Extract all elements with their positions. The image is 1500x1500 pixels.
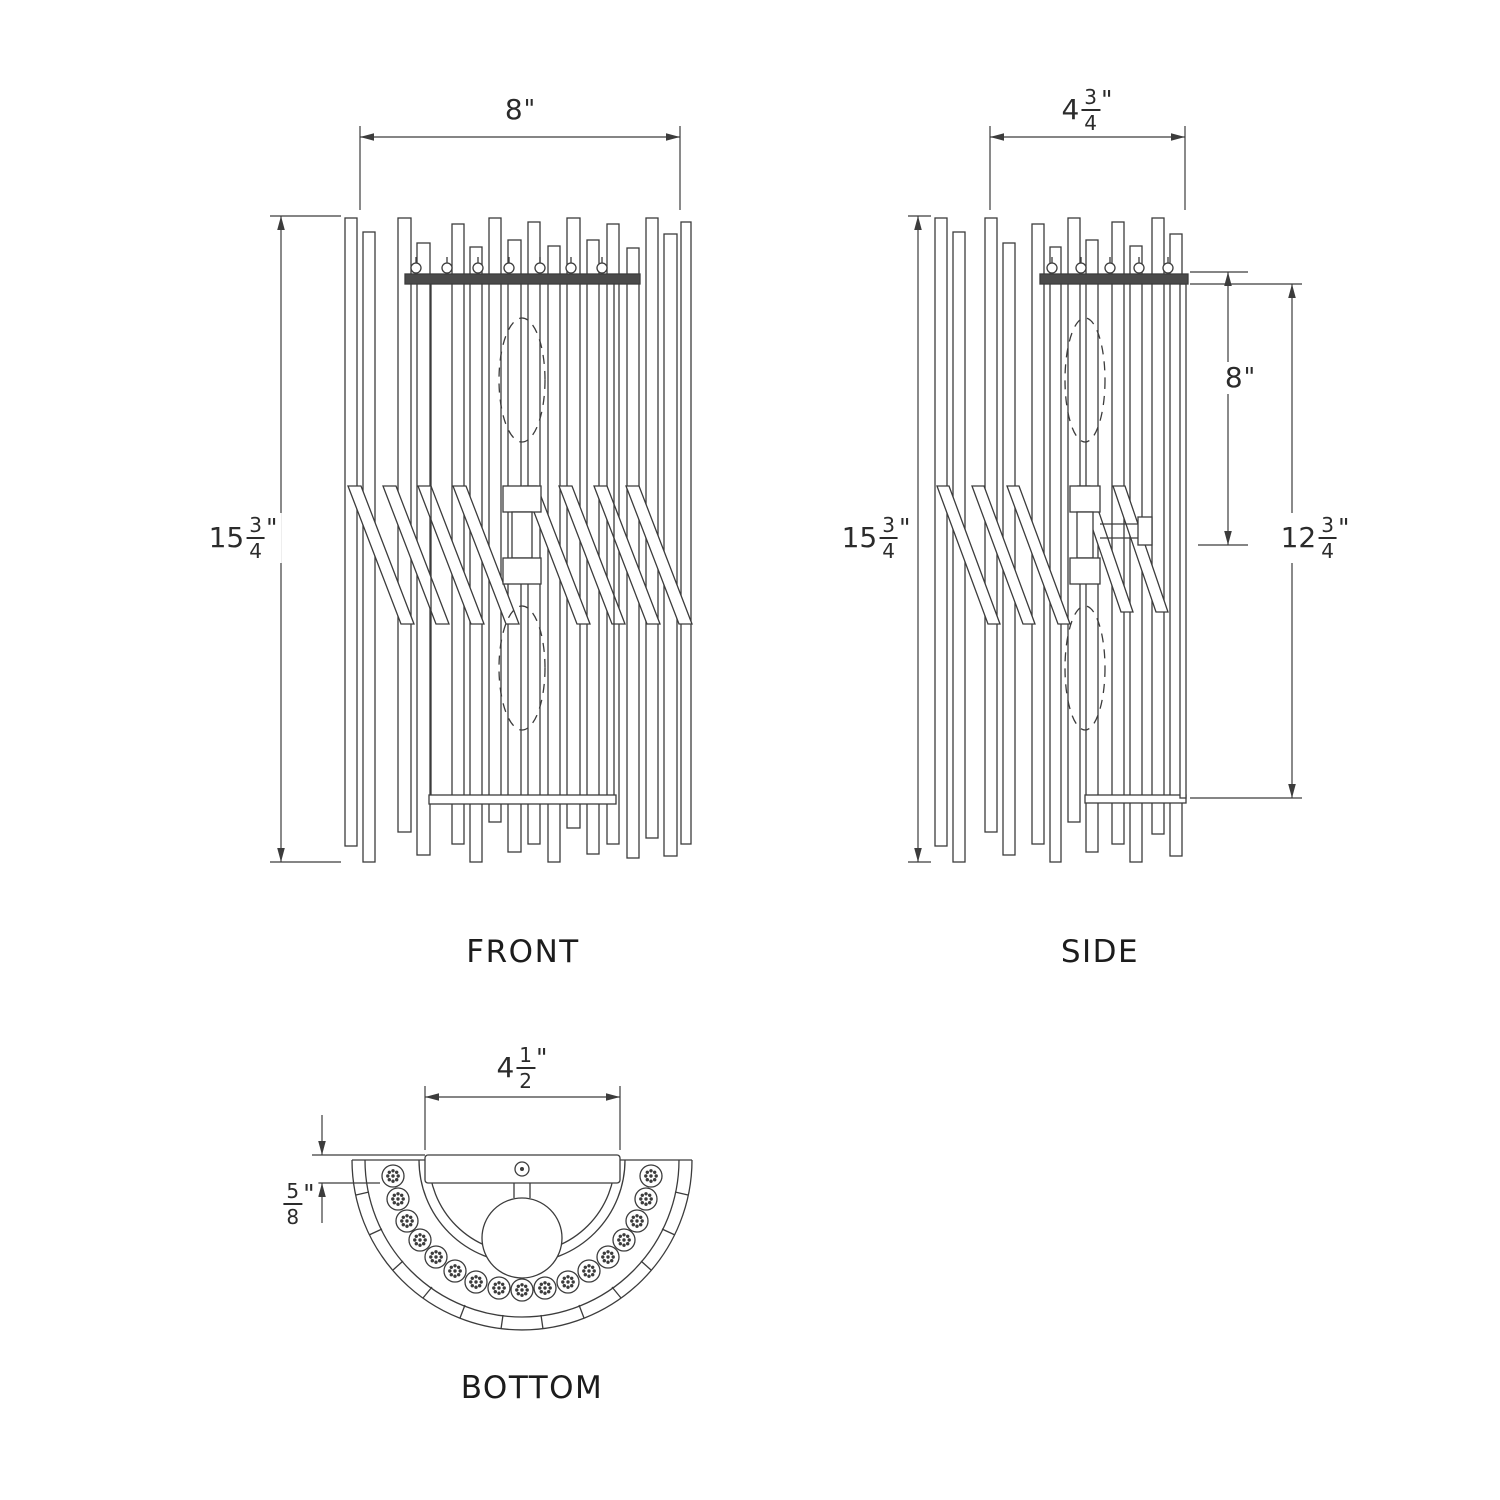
side-view-label: SIDE [1060,934,1140,970]
bottom-plate-depth-fraction-num: 5 [283,1181,303,1205]
front-screws [410,262,608,274]
front-height-fraction-num: 3 [246,515,265,539]
front-width-unit: " [523,94,536,123]
front-height-fraction: 3 4 [246,515,265,561]
front-width-value: 8 [504,93,523,126]
front-height-dimension: 15 3 4 " [204,513,282,563]
side-dimension-lines [908,126,1302,863]
bottom-width-fraction: 1 2 [516,1045,536,1093]
bottom-view-drawing [351,1154,693,1331]
side-lamp-outline [1064,317,1153,731]
side-width-fraction: 3 4 [1081,87,1101,135]
side-view-drawing [934,217,1189,863]
side-backplate-height-fraction-num: 3 [1318,515,1337,539]
bottom-plate-depth-unit: " [303,1179,315,1208]
side-mounting-bar [1039,257,1189,285]
front-height-value: 15 [208,521,245,554]
side-width-value: 4 [1061,93,1080,126]
front-diagonal-rods [347,485,693,625]
side-backplate-height-unit: " [1337,513,1350,542]
bottom-width-fraction-num: 1 [516,1045,536,1069]
side-height-fraction-num: 3 [879,515,898,539]
side-width-fraction-den: 4 [1084,111,1098,135]
side-backplate-height-fraction: 3 4 [1318,515,1337,561]
front-width-dimension: 8 " [500,93,540,126]
side-height-fraction: 3 4 [879,515,898,561]
side-height-fraction-den: 4 [882,539,895,563]
front-lamp-outline [498,317,546,731]
side-height-dimension: 15 3 4 " [837,513,915,563]
side-bottom-bar [1084,794,1187,804]
bottom-lamp-socket [481,1197,563,1279]
front-height-unit: " [265,513,278,542]
side-height-value: 15 [841,521,878,554]
bottom-width-dimension: 4 1 2 " [492,1043,552,1093]
front-mounting-bar [404,257,641,285]
side-lamp-offset-value: 8 [1224,361,1243,394]
bottom-ring-ticks [355,1191,689,1330]
bottom-plate-depth-fraction-den: 8 [286,1205,300,1229]
bottom-dimension-lines [312,1086,621,1223]
bottom-outer-ring [351,1159,693,1331]
side-crystal-rods [934,217,1183,863]
bottom-plate-depth-fraction: 5 8 [283,1181,303,1229]
side-backplate [1179,283,1187,799]
bottom-plate-depth-dimension: 5 8 " [277,1179,319,1229]
side-backplate-height-dimension: 12 3 4 " [1276,513,1354,563]
front-view-label: FRONT [466,934,580,970]
side-height-unit: " [898,513,911,542]
side-lamp-offset-unit: " [1243,362,1256,391]
side-width-dimension: 4 3 4 " [1057,85,1117,135]
side-screws [1046,262,1174,274]
front-height-fraction-den: 4 [249,539,262,563]
bottom-width-value: 4 [496,1051,515,1084]
side-width-unit: " [1101,85,1113,114]
side-lamp-offset-dimension: 8 " [1220,361,1260,394]
bottom-view-label: BOTTOM [460,1370,604,1406]
side-backplate-height-fraction-den: 4 [1321,539,1334,563]
side-backplate-height-value: 12 [1280,521,1317,554]
side-width-fraction-num: 3 [1081,87,1101,111]
bottom-width-fraction-den: 2 [519,1069,533,1093]
front-view-drawing [344,217,693,863]
bottom-width-unit: " [536,1043,548,1072]
front-bottom-bar [428,794,617,805]
